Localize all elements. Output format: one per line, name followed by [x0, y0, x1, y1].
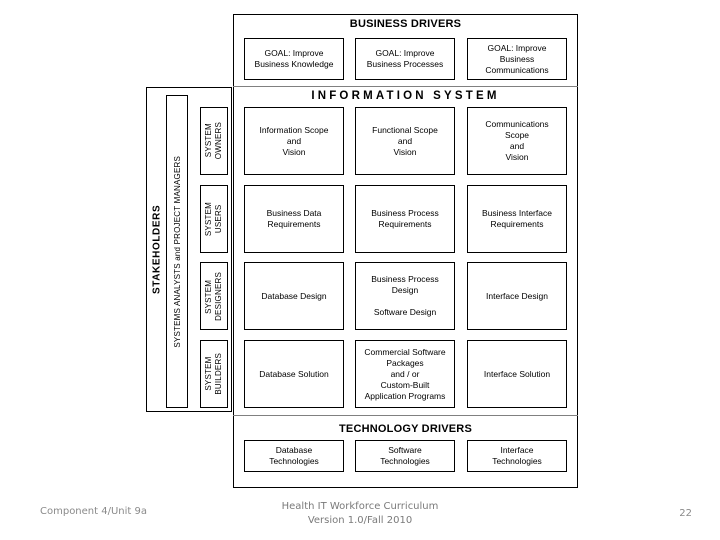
band-divider-top — [233, 86, 578, 87]
information-system-heading: INFORMATION SYSTEM — [311, 90, 500, 102]
cell-label: Database Solution — [259, 368, 329, 379]
matrix-cell-designers-interface: Interface Design — [467, 262, 567, 330]
cell-label: Interface Solution — [483, 368, 551, 379]
systems-analysts-label: SYSTEMS ANALYSTS and PROJECT MANAGERS — [172, 155, 182, 348]
cell-label: Interface Design — [486, 290, 548, 301]
cell-label: Database Design — [261, 290, 327, 301]
band-divider-bottom — [233, 415, 578, 416]
stakeholders-outer-frame — [146, 87, 232, 412]
stakeholders-heading: STAKEHOLDERS — [151, 204, 163, 295]
matrix-cell-builders-interface: Interface Solution — [467, 340, 567, 408]
technology-drivers-heading: TECHNOLOGY DRIVERS — [339, 423, 472, 435]
systems-analysts-box: SYSTEMS ANALYSTS and PROJECT MANAGERS — [166, 95, 188, 408]
information-framework-outer-frame — [233, 14, 578, 488]
footer-page-number: 22 — [679, 508, 692, 519]
footer-curriculum-line1: Health IT Workforce Curriculum — [281, 501, 439, 512]
matrix-cell-designers-data: Database Design — [244, 262, 344, 330]
footer-component-unit: Component 4/Unit 9a — [40, 506, 147, 517]
footer-curriculum-info: Health IT Workforce Curriculum Version 1… — [260, 500, 460, 528]
slide-footer: Component 4/Unit 9a Health IT Workforce … — [0, 498, 720, 540]
matrix-cell-builders-data: Database Solution — [244, 340, 344, 408]
business-drivers-heading: BUSINESS DRIVERS — [349, 18, 462, 30]
footer-curriculum-line2: Version 1.0/Fall 2010 — [307, 515, 413, 526]
